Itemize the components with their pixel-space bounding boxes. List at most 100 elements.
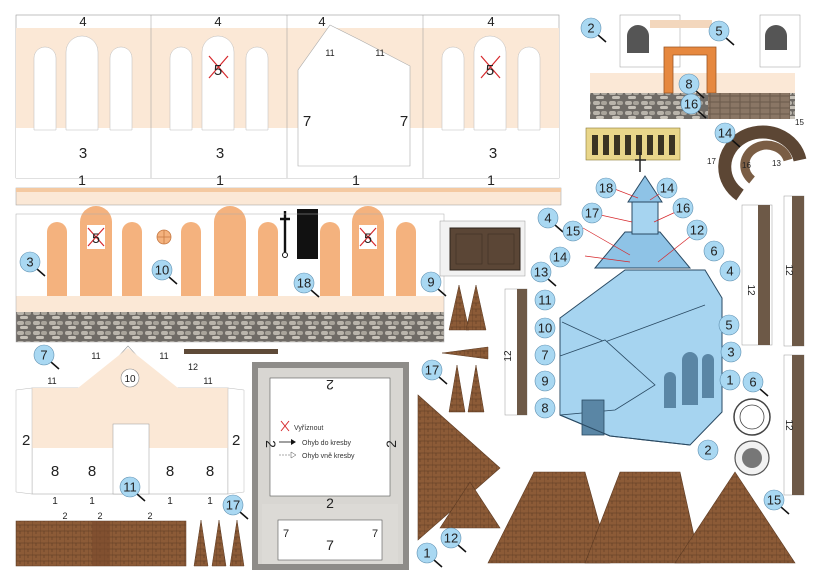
top-wall-label-3a: 3 — [79, 145, 87, 162]
floor-plate-2b: 2 — [383, 440, 399, 448]
callout-c3: 3 — [19, 251, 46, 277]
ring-pieces: 17 16 13 15 — [707, 118, 807, 201]
long-wall: 5 5 — [15, 206, 445, 343]
model-callout-label: 10 — [538, 321, 552, 336]
model-callout-label: 6 — [710, 244, 717, 259]
callout-c5: 5 — [708, 20, 735, 46]
callout-label-c14: 14 — [718, 126, 732, 141]
strip-1: 1 1 1 1 — [15, 172, 562, 206]
stone-base — [16, 312, 444, 342]
model-callout-9: 9 — [534, 370, 556, 392]
model-callout-label: 15 — [566, 224, 580, 239]
callout-c17b: 17 — [222, 494, 249, 520]
callout-c13: 13 — [530, 261, 557, 287]
legend: Vyříznout Ohyb do kresby Ohyb vně kresby — [279, 420, 355, 460]
model-callout-8: 8 — [534, 397, 556, 419]
ring-label-17: 17 — [707, 157, 716, 166]
top-wall-label-4d: 4 — [487, 14, 494, 29]
top-wall-label-3c: 3 — [489, 145, 497, 162]
callout-c1: 1 — [416, 542, 443, 568]
model-callout-17: 17 — [581, 202, 603, 224]
callout-label-c6: 6 — [749, 375, 756, 390]
front-gable-2a: 2 — [22, 432, 30, 449]
top-wall-window-5a: 5 — [214, 62, 222, 79]
model-callout-label: 11 — [538, 293, 552, 308]
spire-pieces-bottom — [193, 519, 245, 567]
callout-c2: 2 — [580, 17, 607, 43]
top-wall-label-4b: 4 — [214, 14, 221, 29]
top-wall-label-3b: 3 — [216, 145, 224, 162]
model-callout-15: 15 — [562, 220, 584, 242]
front-gable-8a: 8 — [51, 463, 59, 480]
front-gable-1c: 1 — [167, 496, 173, 507]
top-wall-label-4a: 4 — [79, 14, 86, 29]
strip-label-12b: 12 — [745, 284, 756, 296]
floor-plate-7b: 7 — [283, 528, 289, 540]
model-callout-label: 1 — [726, 373, 733, 388]
model-callout-label: 2 — [704, 443, 711, 458]
callout-c15: 15 — [763, 489, 790, 515]
model-callout-label: 7 — [541, 348, 548, 363]
strip-label-1b: 1 — [216, 172, 224, 188]
model-callout-10: 10 — [534, 317, 556, 339]
callout-label-c9: 9 — [427, 275, 434, 290]
model-callout-label: 14 — [553, 250, 567, 265]
floor-plate: 2 2 2 2 7 7 7 Vyříznout Ohyb do kresby O… — [252, 362, 409, 570]
model-callout-6: 6 — [703, 240, 725, 262]
callout-c18: 18 — [293, 272, 320, 298]
legend-fold-out: Ohyb vně kresby — [302, 453, 355, 460]
front-gable-1d: 1 — [207, 496, 213, 507]
roof-panels — [417, 394, 796, 564]
model-callout-label: 8 — [541, 401, 548, 416]
floor-plate-2a: 2 — [263, 440, 279, 448]
model-callout-5: 5 — [718, 314, 740, 336]
door-panel — [297, 209, 318, 259]
model-callout-label: 18 — [599, 181, 613, 196]
model-callout-4: 4 — [719, 260, 741, 282]
model-callout-1: 1 — [719, 369, 741, 391]
roof-strip-2b: 2 — [97, 511, 102, 521]
strip-label-12d: 12 — [783, 419, 794, 431]
model-callout-label: 3 — [727, 345, 734, 360]
gable-label-11a: 11 — [325, 48, 334, 58]
callout-label-c13: 13 — [534, 265, 548, 280]
model-callout-11: 11 — [534, 289, 556, 311]
model-callout-label: 14 — [660, 181, 674, 196]
ring-label-15: 15 — [795, 118, 804, 127]
long-wall-window-5a: 5 — [92, 230, 100, 246]
top-wall-label-4c: 4 — [318, 14, 325, 29]
clock-parts — [733, 398, 771, 476]
roof-strip: 2 2 2 — [15, 511, 187, 567]
strip-13 — [184, 349, 278, 354]
callout-c10: 10 — [151, 259, 178, 285]
floor-plate-top-label: 2 — [326, 377, 334, 393]
strip-label-1d: 1 — [487, 172, 495, 188]
top-wall: 4 4 4 4 5 5 11 11 7 7 3 3 3 — [15, 14, 560, 179]
roof-strip-2c: 2 — [147, 511, 152, 521]
model-callout-14: 14 — [549, 246, 571, 268]
front-gable-circle: 10 — [124, 374, 136, 385]
callout-c4: 4 — [537, 207, 564, 233]
front-gable-8d: 8 — [206, 463, 214, 480]
model-callout-2: 2 — [697, 439, 719, 461]
model-callout-16: 16 — [672, 197, 694, 219]
callout-label-c1: 1 — [423, 546, 430, 561]
callout-label-c16: 16 — [684, 97, 698, 112]
front-gable: 10 2 2 8 8 8 8 11 11 11 11 1 1 1 1 — [15, 345, 245, 507]
front-gable-11c: 11 — [47, 376, 56, 386]
top-wall-window-5b: 5 — [486, 62, 494, 79]
callout-label-c5: 5 — [715, 24, 722, 39]
callout-c9: 9 — [420, 271, 447, 297]
callout-label-c12: 12 — [444, 531, 458, 546]
roof-strip-2a: 2 — [62, 511, 67, 521]
model-callout-7: 7 — [534, 344, 556, 366]
front-gable-11d: 11 — [203, 376, 212, 386]
model-callout-label: 4 — [726, 264, 733, 279]
callout-label-c4: 4 — [544, 211, 551, 226]
callout-c17a: 17 — [421, 359, 448, 385]
model-callout-label: 5 — [725, 318, 732, 333]
callout-label-c15: 15 — [767, 493, 781, 508]
spire-pieces-mid — [441, 284, 489, 413]
